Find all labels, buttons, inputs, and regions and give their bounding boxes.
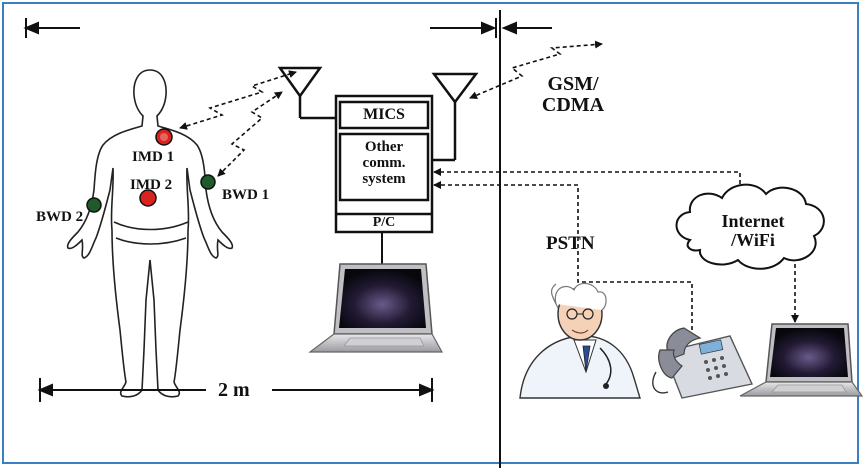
imd1-label: IMD 1 — [132, 149, 175, 165]
wireless-link-gsm — [469, 40, 603, 99]
wireless-link-imd1 — [179, 70, 297, 130]
bwd1-device — [200, 174, 216, 190]
other-comm-label: Other comm. system — [362, 139, 406, 187]
top-mid-arrow — [430, 18, 497, 38]
bwd2-label: BWD 2 — [36, 209, 84, 225]
imd1-device — [155, 128, 173, 146]
bwd1-label: BWD 1 — [222, 187, 270, 203]
bwd2-device — [86, 197, 102, 213]
wireless-link-bwd1 — [217, 91, 283, 177]
distance-measure — [37, 378, 435, 402]
antenna-icon — [277, 66, 336, 120]
gsm-cdma-label: GSM/ CDMA — [541, 73, 605, 116]
central-unit — [334, 94, 434, 234]
imd2-label: IMD 2 — [130, 177, 173, 193]
doctor-icon — [519, 282, 641, 399]
top-left-arrow — [23, 18, 80, 38]
pstn-to-box-line — [433, 181, 693, 330]
human-body-icon — [66, 69, 234, 398]
internet-wifi-label: Internet /WiFi — [721, 211, 785, 250]
laptop-icon — [308, 263, 444, 353]
pc-label: P/C — [372, 215, 396, 230]
top-right-arrow — [501, 21, 552, 35]
pstn-label: PSTN — [546, 233, 595, 254]
antenna-icon — [431, 72, 479, 162]
telephone-icon — [652, 327, 754, 399]
mics-label: MICS — [363, 106, 405, 123]
laptop-icon — [739, 323, 863, 397]
distance-label: 2 m — [218, 379, 250, 401]
cloud-icon — [675, 183, 825, 270]
imd2-device — [139, 189, 157, 207]
